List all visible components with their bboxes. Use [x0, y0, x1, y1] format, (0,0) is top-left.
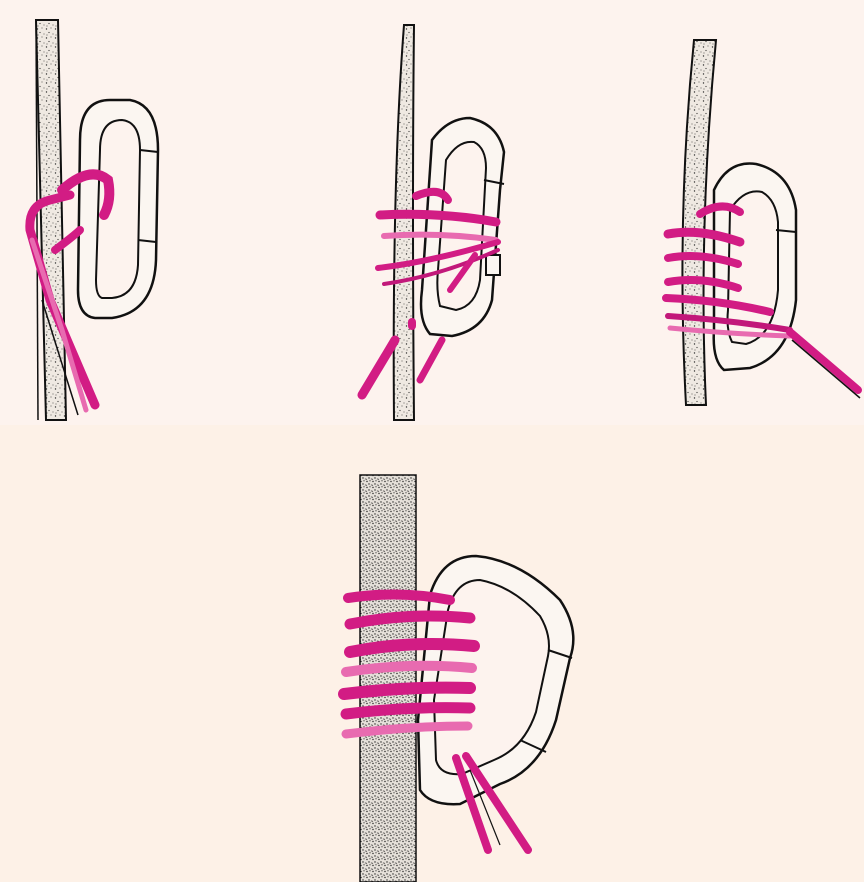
- step-2-carabiner: [421, 118, 504, 336]
- step-1-carabiner: [78, 100, 158, 318]
- step-4-illustration: [344, 475, 573, 882]
- step-4-rope: [360, 475, 416, 882]
- step-3-carabiner: [714, 164, 796, 370]
- step-4-carabiner: [418, 556, 573, 804]
